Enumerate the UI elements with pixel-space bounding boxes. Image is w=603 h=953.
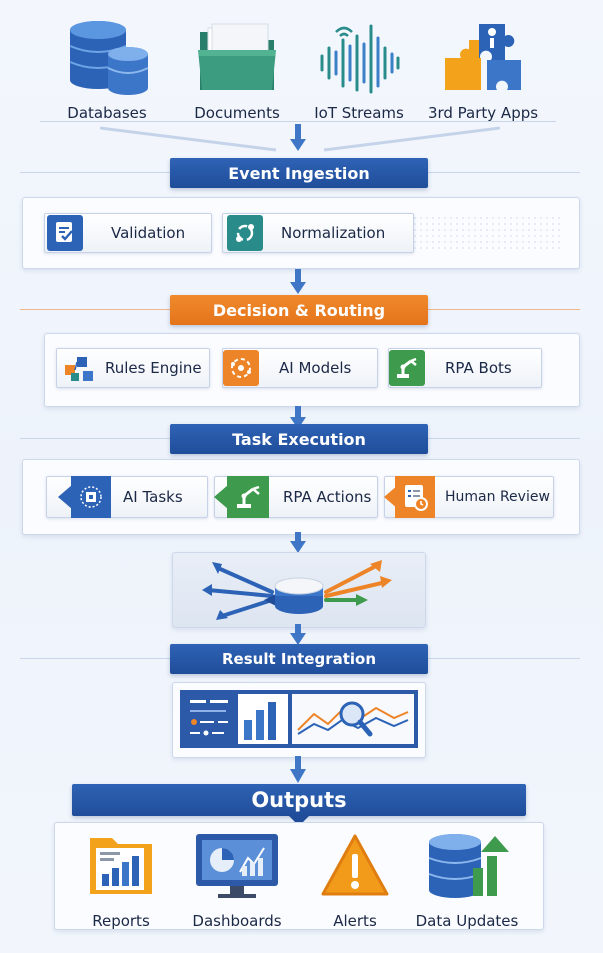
signal-wave-icon bbox=[320, 24, 400, 94]
output-label: Alerts bbox=[333, 912, 377, 930]
monitor-icon bbox=[196, 834, 278, 898]
card-rpa-bots: RPA Bots bbox=[388, 348, 542, 388]
flow-arrow bbox=[290, 124, 306, 152]
output-label: Dashboards bbox=[192, 912, 282, 930]
stage-banner-event-ingestion: Event Ingestion bbox=[170, 158, 428, 188]
rules-engine-icon bbox=[61, 350, 97, 386]
robot-arm-icon bbox=[227, 476, 269, 518]
folder-icon bbox=[198, 23, 276, 90]
source-label: 3rd Party Apps bbox=[427, 104, 539, 122]
card-ai-tasks: AI Tasks bbox=[46, 476, 208, 518]
card-rules-engine: Rules Engine bbox=[56, 348, 210, 388]
flow-arrow bbox=[290, 624, 306, 646]
card-normalization: Normalization bbox=[222, 213, 414, 253]
source-label: Databases bbox=[67, 104, 147, 122]
card-validation: Validation bbox=[44, 213, 212, 253]
card-human-review: Human Review bbox=[384, 476, 554, 518]
card-ai-models: AI Models bbox=[222, 348, 378, 388]
database-icon bbox=[69, 21, 149, 95]
stage-banner-result-integration: Result Integration bbox=[170, 644, 428, 674]
card-rpa-actions: RPA Actions bbox=[214, 476, 378, 518]
chip-icon bbox=[71, 476, 111, 518]
flow-arrow bbox=[290, 269, 306, 295]
card-label: Normalization bbox=[281, 224, 386, 242]
flow-arrow bbox=[290, 532, 306, 554]
output-label: Reports bbox=[92, 912, 150, 930]
card-label: RPA Bots bbox=[445, 359, 512, 377]
integration-dashboard-graphic bbox=[180, 690, 418, 748]
source-label: IoT Streams bbox=[314, 104, 404, 122]
card-label: RPA Actions bbox=[283, 488, 372, 506]
chevron-left-icon bbox=[58, 485, 72, 509]
review-clipboard-icon bbox=[395, 476, 435, 518]
card-label: Validation bbox=[111, 224, 186, 242]
dot-pattern bbox=[413, 216, 563, 252]
outputs-pointer bbox=[288, 815, 310, 826]
source-label: Documents bbox=[194, 104, 280, 122]
flow-arrow bbox=[290, 406, 306, 430]
converge-lines bbox=[100, 126, 500, 152]
card-label: AI Tasks bbox=[123, 488, 183, 506]
chevron-left-icon bbox=[384, 485, 398, 509]
report-chart-icon bbox=[90, 838, 152, 894]
database-update-icon bbox=[428, 834, 509, 898]
stage-banner-task-execution: Task Execution bbox=[170, 424, 428, 454]
flow-arrow bbox=[290, 756, 306, 784]
normalization-icon bbox=[227, 215, 263, 251]
distribution-hub-graphic bbox=[202, 560, 392, 620]
card-label: Human Review bbox=[445, 489, 550, 505]
robot-arm-icon bbox=[389, 350, 425, 386]
stage-banner-decision-routing: Decision & Routing bbox=[170, 295, 428, 325]
validation-icon bbox=[47, 215, 83, 251]
output-label: Data Updates bbox=[415, 912, 519, 930]
warning-triangle-icon bbox=[321, 834, 389, 896]
ai-models-icon bbox=[223, 350, 259, 386]
card-label: AI Models bbox=[279, 359, 352, 377]
puzzle-icon bbox=[445, 24, 521, 90]
card-label: Rules Engine bbox=[105, 359, 202, 377]
chevron-left-icon bbox=[214, 485, 228, 509]
stage-banner-outputs: Outputs bbox=[72, 784, 526, 816]
